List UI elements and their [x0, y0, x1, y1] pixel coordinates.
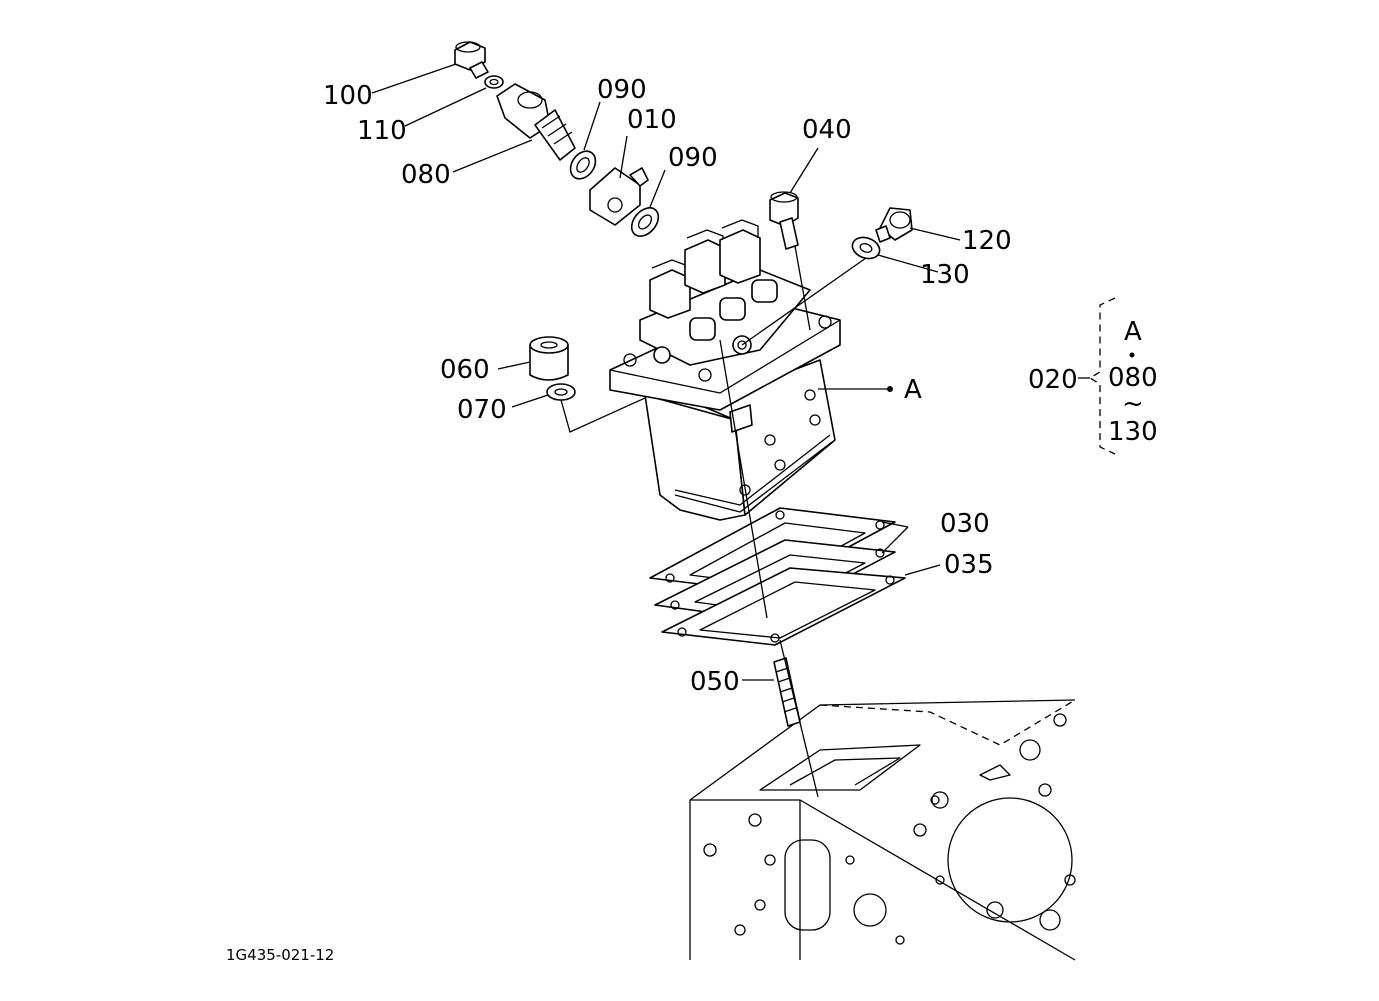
- legend-tilde: ~: [1122, 389, 1144, 419]
- legend-mid-080: 080: [1108, 363, 1158, 393]
- cap-060: [529, 336, 569, 381]
- label-070: 070: [457, 395, 507, 425]
- label-110: 110: [357, 116, 407, 146]
- washer-130: [851, 236, 881, 260]
- eye-bolt-080: [496, 83, 576, 161]
- label-030: 030: [940, 509, 990, 539]
- clip-070: [546, 383, 576, 401]
- bolt-040: [769, 191, 799, 250]
- label-100: 100: [323, 81, 373, 111]
- figure-id: 1G435-021-12: [226, 946, 334, 964]
- washer-110: [484, 75, 504, 89]
- label-130: 130: [920, 260, 970, 290]
- washer-090-upper: [569, 150, 597, 180]
- plug-120: [875, 207, 913, 243]
- label-090-upper: 090: [597, 75, 647, 105]
- connector-010: [589, 167, 649, 226]
- legend-dot: [1129, 352, 1135, 358]
- washer-090-lower: [630, 207, 660, 237]
- part-labels: 100 110 080 090 010 090 040 120 130 060 …: [323, 75, 1012, 697]
- label-040: 040: [802, 115, 852, 145]
- label-120: 120: [962, 226, 1012, 256]
- label-080: 080: [401, 160, 451, 190]
- bolt-100: [454, 41, 489, 79]
- label-090-lower: 090: [668, 143, 718, 173]
- label-050: 050: [690, 667, 740, 697]
- legend-bottom-130: 130: [1108, 417, 1158, 447]
- label-A: A: [904, 375, 922, 405]
- label-035: 035: [944, 550, 994, 580]
- legend-top-A: A: [1124, 317, 1142, 347]
- reference-dot: [887, 386, 893, 392]
- engine-block: [689, 699, 1076, 961]
- label-060: 060: [440, 355, 490, 385]
- injection-pump: [609, 219, 841, 521]
- label-010: 010: [627, 105, 677, 135]
- leader-lines: [371, 63, 961, 798]
- assembly-legend: 020 A 080 ~ 130: [1028, 297, 1158, 455]
- legend-code-020: 020: [1028, 365, 1078, 395]
